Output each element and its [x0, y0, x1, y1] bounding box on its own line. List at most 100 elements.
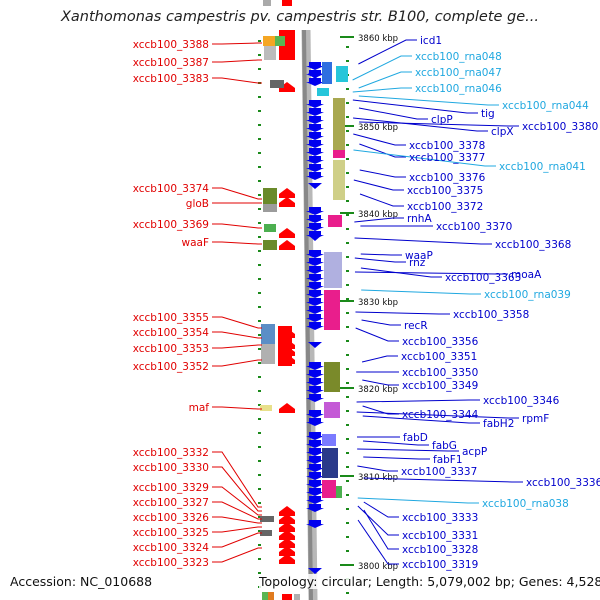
- leader-line: [352, 87, 412, 93]
- reverse-gene-arrow: [306, 266, 324, 274]
- tick-mark: [346, 424, 349, 426]
- tick-mark: [258, 460, 261, 462]
- feature-layer: [260, 0, 348, 600]
- reverse-gene-arrow: [306, 290, 324, 298]
- feature-box: [261, 344, 275, 364]
- tick-mark: [346, 242, 349, 244]
- leader-line: [212, 547, 262, 563]
- kbp-label: 3830 kbp: [358, 298, 398, 308]
- label-layer: xccb100_3388xccb100_3387xccb100_3383xccb…: [133, 35, 600, 571]
- forward-gene-arrow: [279, 188, 295, 198]
- right-gene-label: xccb100_3344: [402, 409, 479, 421]
- tick-mark: [258, 222, 261, 224]
- leader-line: [361, 319, 401, 326]
- tick-mark: [346, 158, 349, 160]
- leader-line: [212, 406, 262, 410]
- left-gene-label: xccb100_3330: [133, 462, 209, 474]
- rna-gene-label: xccb100_rna044: [502, 100, 589, 112]
- reverse-gene-arrow: [306, 274, 324, 282]
- tick-mark: [346, 298, 349, 300]
- leader-line: [353, 179, 404, 191]
- feature-box: [261, 324, 275, 344]
- leader-line: [362, 415, 480, 424]
- feature-box: [336, 486, 342, 498]
- reverse-gene-arrow: [306, 472, 324, 480]
- right-gene-label: xccb100_3331: [402, 530, 478, 542]
- reverse-gene-arrow: [306, 132, 324, 140]
- feature-box: [264, 224, 276, 232]
- leader-line: [363, 509, 399, 550]
- left-gene-label: xccb100_3326: [133, 512, 210, 524]
- genome-title: Xanthomonas campestris pv. campestris st…: [60, 9, 540, 25]
- tick-mark: [346, 284, 349, 286]
- forward-gene-arrow: [279, 403, 295, 413]
- reverse-gene-arrow: [306, 464, 324, 472]
- left-gene-label: xccb100_3352: [133, 361, 209, 373]
- right-gene-label: xccb100_3368: [495, 239, 571, 251]
- leader-line: [212, 466, 262, 512]
- reverse-gene-arrow: [306, 314, 324, 322]
- left-gene-label: xccb100_3323: [133, 557, 209, 569]
- tick-mark: [258, 572, 261, 574]
- leader-line: [212, 187, 262, 200]
- right-gene-label: moaA: [511, 269, 542, 281]
- tick-mark: [346, 480, 349, 482]
- feature-box: [275, 36, 285, 46]
- tick-mark: [258, 418, 261, 420]
- tick-mark: [258, 544, 261, 546]
- reverse-gene-arrow: [308, 342, 322, 348]
- reverse-gene-arrow: [308, 235, 322, 241]
- tick-mark: [258, 432, 261, 434]
- leader-line: [357, 497, 479, 504]
- leader-line: [358, 107, 428, 120]
- right-gene-label: xccb100_3375: [407, 185, 483, 197]
- right-gene-label: xccb100_3370: [436, 221, 512, 233]
- reverse-gene-arrow: [306, 124, 324, 132]
- tick-mark: [258, 558, 261, 560]
- right-gene-label: xccb100_3319: [402, 559, 478, 571]
- right-gene-label: icd1: [420, 35, 442, 47]
- right-gene-label: fabF1: [433, 454, 463, 466]
- feature-box: [324, 290, 340, 330]
- rna-gene-label: xccb100_rna039: [484, 289, 571, 301]
- right-gene-label: xccb100_3346: [483, 395, 560, 407]
- right-gene-label: xccb100_3380: [522, 121, 598, 133]
- leader-line: [360, 253, 402, 256]
- right-gene-label: recR: [404, 320, 428, 332]
- leader-line: [212, 516, 262, 524]
- reverse-gene-arrow: [306, 370, 324, 378]
- reverse-gene-arrow: [308, 73, 322, 79]
- tick-mark: [346, 172, 349, 174]
- forward-gene-arrow: [279, 522, 295, 532]
- right-gene-label: clpP: [431, 114, 453, 126]
- feature-box: [322, 448, 338, 478]
- tick-mark: [346, 354, 349, 356]
- leader-line: [363, 440, 429, 446]
- leader-line: [354, 237, 492, 245]
- topology-text: Topology: circular; Length: 5,079,002 bp…: [259, 574, 600, 589]
- tick-mark: [346, 116, 349, 118]
- left-gene-label: xccb100_3353: [133, 343, 209, 355]
- leader-line: [353, 117, 488, 132]
- left-gene-label: xccb100_3332: [133, 447, 209, 459]
- tick-mark: [258, 194, 261, 196]
- right-gene-label: xccb100_3337: [401, 466, 477, 478]
- leader-line: [354, 217, 404, 223]
- tick-mark: [346, 312, 349, 314]
- tick-mark: [258, 208, 261, 210]
- feature-box: [260, 516, 274, 522]
- accession-text: Accession: NC_010688: [10, 574, 153, 589]
- kbp-label: 3800 kbp: [358, 562, 398, 572]
- right-gene-label: xccb100_3363: [445, 272, 521, 284]
- tick-mark: [258, 390, 261, 392]
- right-gene-label: xccb100_3350: [402, 367, 478, 379]
- tick-mark: [258, 124, 261, 126]
- reverse-gene-arrow: [306, 432, 324, 440]
- reverse-gene-arrow: [308, 568, 322, 574]
- leader-line: [355, 311, 450, 315]
- leader-line: [212, 501, 262, 520]
- leader-line: [353, 149, 496, 167]
- forward-gene-arrow: [279, 228, 295, 238]
- tick-mark: [346, 368, 349, 370]
- left-gene-label: xccb100_3354: [133, 327, 210, 339]
